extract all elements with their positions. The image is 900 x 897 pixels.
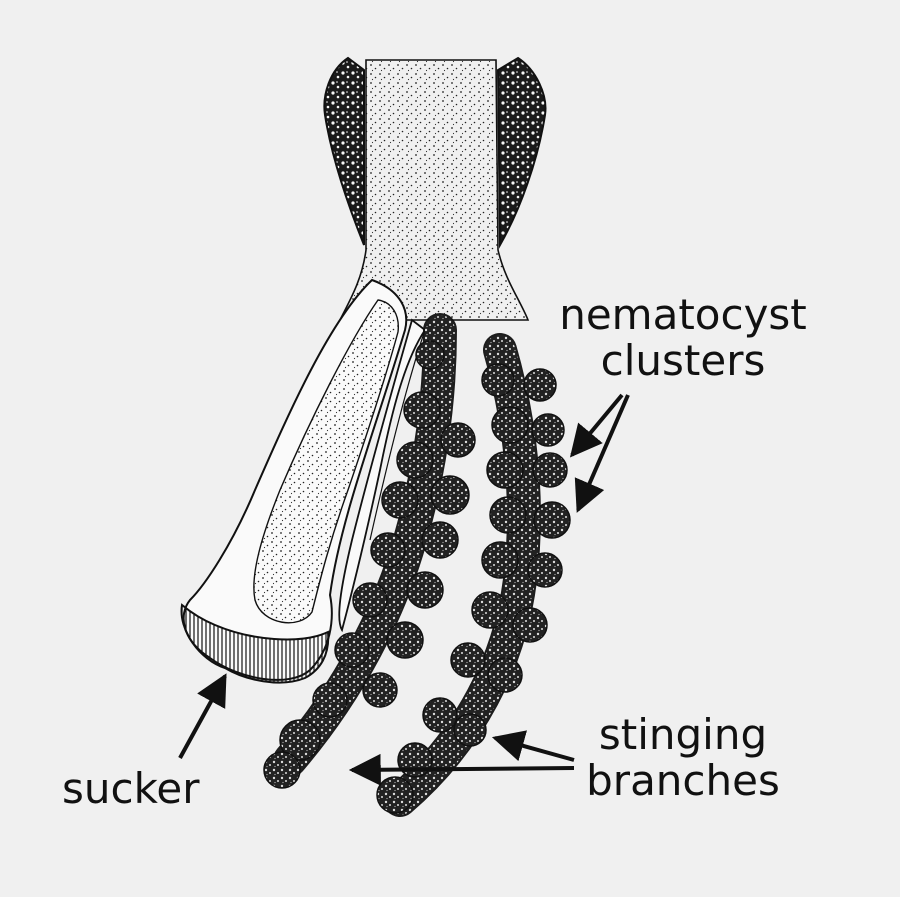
label-nematocyst-line2: clusters [600, 336, 766, 385]
stinging-branch-right [376, 333, 571, 817]
tentacle-stalk [323, 56, 547, 321]
sucker-arm-core [253, 299, 399, 624]
arrow-stinging-2 [491, 730, 575, 762]
arrow-nematocyst-2 [574, 394, 630, 513]
stalk-core [338, 59, 530, 321]
label-stinging-line1: stinging [598, 710, 768, 759]
annotation-arrows [178, 393, 630, 786]
nematocyst-clusters-right [376, 363, 571, 814]
arrow-sucker [178, 673, 227, 759]
nematocyst-clusters-left [263, 340, 476, 789]
label-sucker: sucker [62, 764, 200, 813]
sucker-disc [180, 603, 330, 684]
arrow-stinging-1 [348, 753, 575, 786]
label-stinging-branches: stinging branches [578, 712, 788, 804]
stalk-left-band [323, 56, 365, 246]
stalk-right-band [496, 56, 547, 249]
label-nematocyst-clusters: nematocyst clusters [548, 292, 818, 384]
label-nematocyst-line1: nematocyst [559, 290, 807, 339]
label-stinging-line2: branches [586, 756, 780, 805]
arrow-nematocyst-1 [569, 393, 624, 458]
sucker-arm [180, 278, 408, 684]
stinging-branch-left [263, 313, 476, 789]
